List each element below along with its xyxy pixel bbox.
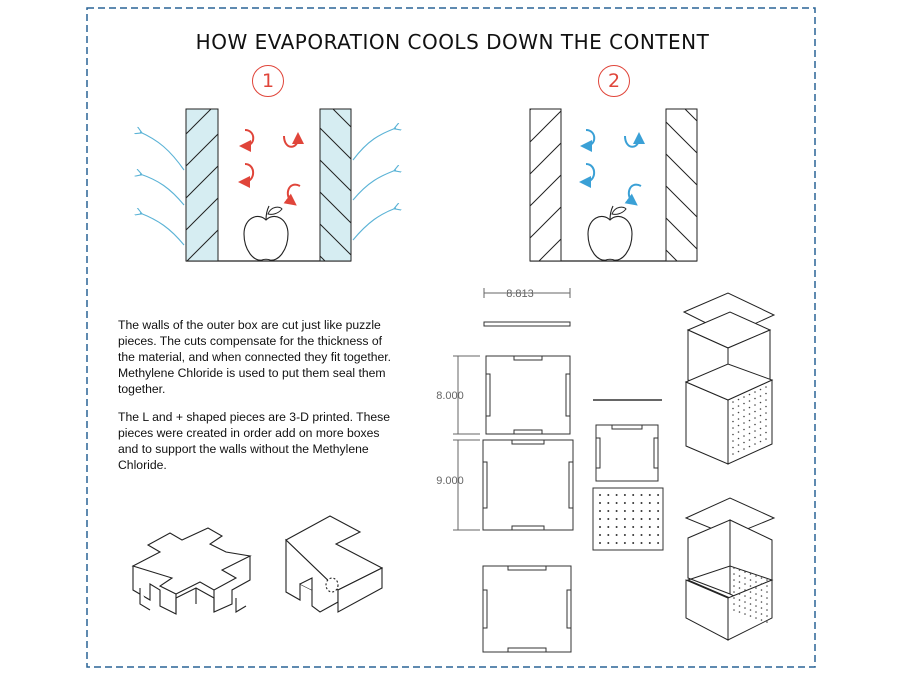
- swirl-arrow-icon: [238, 129, 304, 206]
- wall-panel: [482, 565, 572, 653]
- wall-panel: [482, 439, 574, 531]
- apple-icon: [243, 205, 289, 261]
- plus-connector: [131, 527, 252, 615]
- open-box-assembled: [684, 497, 776, 641]
- l-connector: [285, 515, 384, 613]
- panel-drawings: [453, 288, 662, 653]
- evaporation-arrow-icon: [140, 132, 185, 246]
- step-marker-1: 1: [252, 65, 284, 97]
- description-text: The walls of the outer box are cut just …: [118, 317, 398, 473]
- swirl-arrow-icon: [579, 129, 645, 206]
- dashed-border: [86, 7, 816, 668]
- description-paragraph-2: The L and + shaped pieces are 3-D printe…: [118, 410, 391, 472]
- perforated-panel: [592, 487, 664, 551]
- evaporation-arrow-icon: [352, 128, 396, 241]
- dimension-height-bottom-label: 9.000: [436, 475, 464, 487]
- wall-panel: [485, 355, 571, 435]
- evaporation-diagram-2: [529, 108, 698, 262]
- evaporation-diagram-1: [140, 108, 396, 262]
- description-paragraph-1: The walls of the outer box are cut just …: [118, 318, 392, 396]
- step-marker-2: 2: [598, 65, 630, 97]
- lid-panel: [595, 424, 659, 482]
- apple-icon: [587, 205, 633, 261]
- dimension-width-label: 8.813: [506, 288, 534, 300]
- page-title: HOW EVAPORATION COOLS DOWN THE CONTENT: [195, 30, 710, 54]
- dimension-height-top-label: 8.000: [436, 390, 464, 402]
- stacked-box-assembled: [682, 292, 776, 465]
